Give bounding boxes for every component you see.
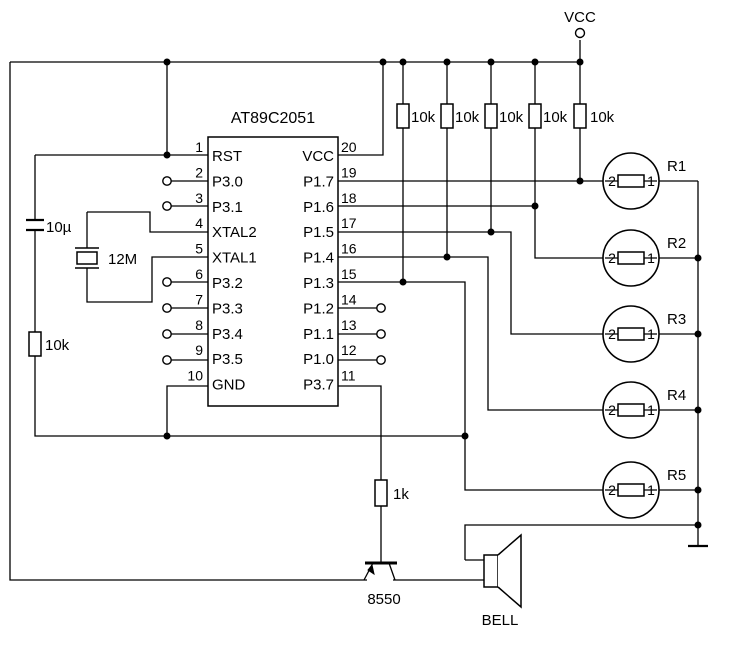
- photo-resistor-pin-left: 2: [608, 482, 616, 498]
- base-resistor-label: 1k: [393, 486, 409, 503]
- pullup-resistor-4: [528, 103, 542, 129]
- pin-name-right: P1.3: [303, 275, 334, 292]
- pin-number-right: 13: [341, 317, 357, 333]
- pin-number-left: 9: [195, 342, 203, 358]
- reset-capacitor-label: 10µ: [46, 219, 72, 236]
- pin-name-left: P3.3: [212, 300, 243, 317]
- pullup-resistor-2: [440, 103, 454, 129]
- pullup-label-1: 10k: [411, 109, 436, 126]
- reset-resistor-label: 10k: [45, 337, 70, 354]
- photo-resistor-pin-right: 1: [647, 482, 655, 498]
- photo-resistor-pin-right: 1: [647, 326, 655, 342]
- vcc-terminal: VCC: [564, 9, 596, 39]
- pin-name-left: XTAL2: [212, 224, 257, 241]
- pin-name-left: RST: [212, 148, 242, 165]
- pullup-label-4: 10k: [543, 109, 568, 126]
- pin-name-right: P1.1: [303, 326, 334, 343]
- photo-resistor-pin-left: 2: [608, 250, 616, 266]
- pullup-label-3: 10k: [499, 109, 524, 126]
- crystal: 12M: [75, 247, 137, 269]
- pin-number-left: 1: [195, 139, 203, 155]
- pin-number-right: 11: [341, 368, 356, 384]
- photo-resistor-pin-left: 2: [608, 173, 616, 189]
- pin-number-right: 17: [341, 215, 357, 231]
- photo-resistor-pin-right: 1: [647, 173, 655, 189]
- pin-number-left: 4: [195, 215, 203, 231]
- transistor-label: 8550: [367, 591, 400, 608]
- pin-name-left: P3.4: [212, 326, 243, 343]
- buzzer: BELL: [465, 533, 522, 629]
- buzzer-label: BELL: [482, 612, 519, 629]
- photo-resistor-label: R2: [667, 235, 686, 252]
- pin-number-left: 10: [187, 368, 203, 384]
- photo-resistor-label: R1: [667, 158, 686, 175]
- pin-name-left: P3.1: [212, 199, 243, 216]
- photo-resistor-pin-left: 2: [608, 402, 616, 418]
- pin-name-right: VCC: [302, 148, 334, 165]
- pin-name-left: P3.0: [212, 173, 243, 190]
- pin-number-left: 8: [195, 317, 203, 333]
- pullup-resistors: 10k 10k 10k 10k 10k: [396, 103, 615, 129]
- pullup-resistor-3: [484, 103, 498, 129]
- pnp-transistor: 8550: [363, 561, 401, 608]
- pin-number-left: 2: [195, 164, 203, 180]
- pin-number-right: 14: [341, 291, 357, 307]
- pin-name-right: P1.5: [303, 224, 334, 241]
- pullup-label-5: 10k: [590, 109, 615, 126]
- wires: [9, 40, 708, 581]
- pin-name-left: XTAL1: [212, 250, 257, 267]
- photo-resistor-4: 2 1 R4: [602, 381, 686, 439]
- pin-name-right: P1.4: [303, 250, 334, 267]
- pin-number-right: 20: [341, 139, 357, 155]
- pin-name-right: P1.6: [303, 199, 334, 216]
- pin-name-right: P3.7: [303, 377, 334, 394]
- photo-resistor-2: 2 1 R2: [602, 229, 686, 287]
- pullup-resistor-1: [396, 103, 410, 129]
- photo-resistor-5: 2 1 R5: [602, 461, 686, 519]
- reset-network: 10µ 10k: [26, 218, 72, 357]
- pin-number-left: 7: [195, 291, 203, 307]
- photo-resistor-label: R5: [667, 467, 686, 484]
- pin-number-right: 15: [341, 266, 357, 282]
- reset-capacitor: [26, 218, 44, 232]
- photo-resistor-pin-right: 1: [647, 402, 655, 418]
- photo-resistor-3: 2 1 R3: [602, 305, 686, 363]
- crystal-label: 12M: [108, 251, 137, 268]
- pin-number-left: 5: [195, 241, 203, 257]
- pin-name-right: P1.0: [303, 351, 334, 368]
- junctions: [163, 58, 702, 529]
- pin-number-right: 16: [341, 241, 357, 257]
- pin-name-left: P3.2: [212, 275, 243, 292]
- photo-resistor-pin-left: 2: [608, 326, 616, 342]
- chip-name: AT89C2051: [231, 110, 315, 127]
- pin-number-right: 19: [341, 164, 357, 180]
- unused-pin-terminals: [162, 176, 386, 365]
- pullup-resistor-5: [573, 103, 587, 129]
- pin-number-right: 18: [341, 190, 357, 206]
- photo-resistor-pin-right: 1: [647, 250, 655, 266]
- base-resistor: 1k: [374, 479, 409, 507]
- vcc-label: VCC: [564, 9, 596, 26]
- photo-resistor-label: R3: [667, 311, 686, 328]
- pin-name-left: P3.5: [212, 351, 243, 368]
- pin-number-right: 12: [341, 342, 357, 358]
- pin-name-left: GND: [212, 377, 246, 394]
- pin-name-right: P1.2: [303, 300, 334, 317]
- pullup-label-2: 10k: [455, 109, 480, 126]
- reset-resistor: [28, 331, 42, 357]
- pin-number-left: 6: [195, 266, 203, 282]
- pin-name-right: P1.7: [303, 173, 334, 190]
- pin-number-left: 3: [195, 190, 203, 206]
- photo-resistor-label: R4: [667, 387, 686, 404]
- photo-resistor-1: 2 1 R1: [602, 152, 686, 210]
